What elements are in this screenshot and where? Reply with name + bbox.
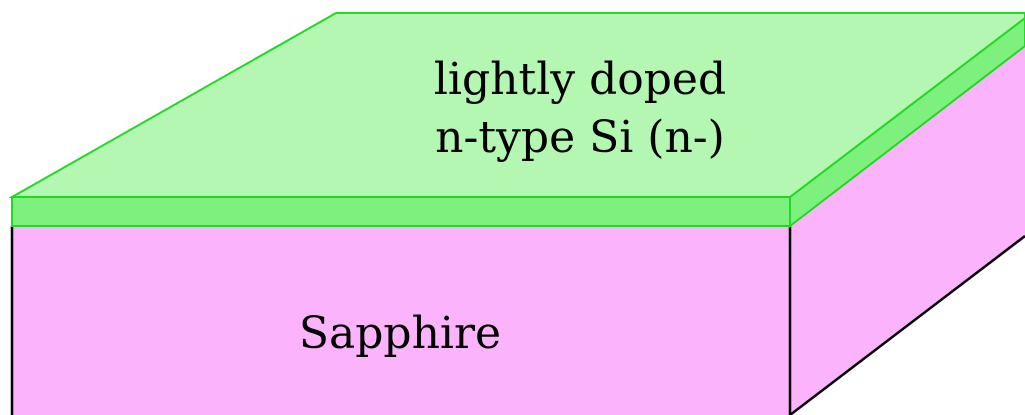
silicon-layer-label-line1: lightly doped	[433, 54, 727, 105]
sapphire-side-face	[790, 46, 1025, 415]
sapphire-front-face	[12, 226, 790, 415]
silicon-layer-label-line2: n-type Si (n-)	[435, 112, 725, 163]
sapphire-side-bottom-edge	[789, 235, 1025, 415]
silicon-front-face	[11, 196, 791, 227]
sapphire-substrate-label: Sapphire	[298, 308, 502, 359]
